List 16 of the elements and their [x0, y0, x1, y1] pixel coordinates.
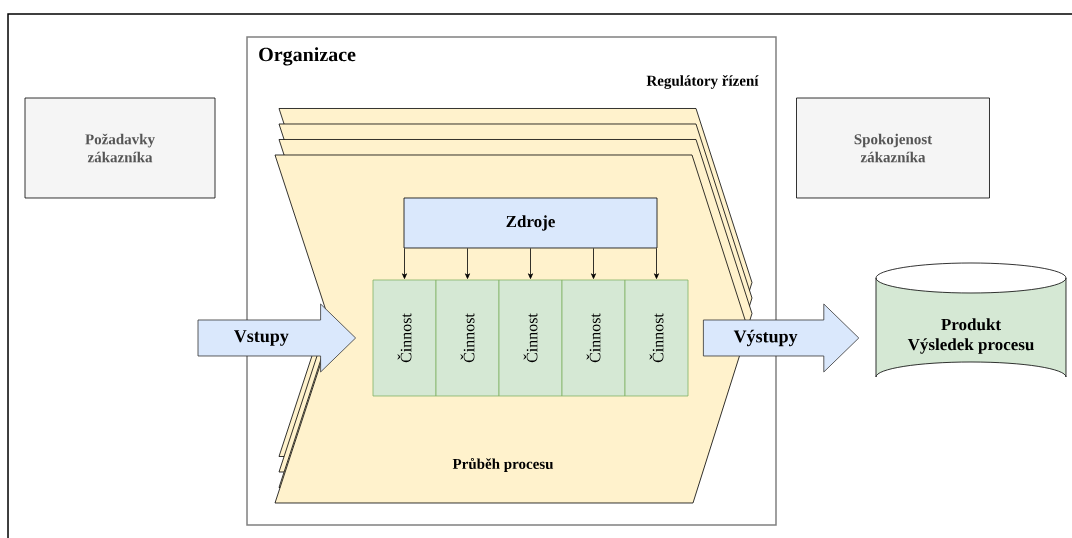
arrow	[402, 248, 407, 279]
text-box: Požadavky zákazníka	[24, 97, 216, 199]
activity-cell: Činnost	[435, 279, 500, 397]
text-box: Spokojenost zákazníka	[796, 97, 990, 199]
activity-cell: Činnost	[498, 279, 563, 397]
arrow	[465, 248, 470, 279]
activity-cell: Činnost	[561, 279, 626, 397]
product-cylinder: Produkt Výsledek procesu	[875, 262, 1067, 378]
resource-box: Zdroje	[403, 197, 658, 249]
node-label: Průběh procesu	[452, 457, 554, 473]
arrow	[528, 248, 533, 279]
activity-cell: Činnost	[372, 279, 437, 397]
label: Regulátory řízení	[646, 75, 759, 89]
arrow	[591, 248, 596, 279]
activity-cell: Činnost	[624, 279, 689, 397]
arrow	[654, 248, 659, 279]
